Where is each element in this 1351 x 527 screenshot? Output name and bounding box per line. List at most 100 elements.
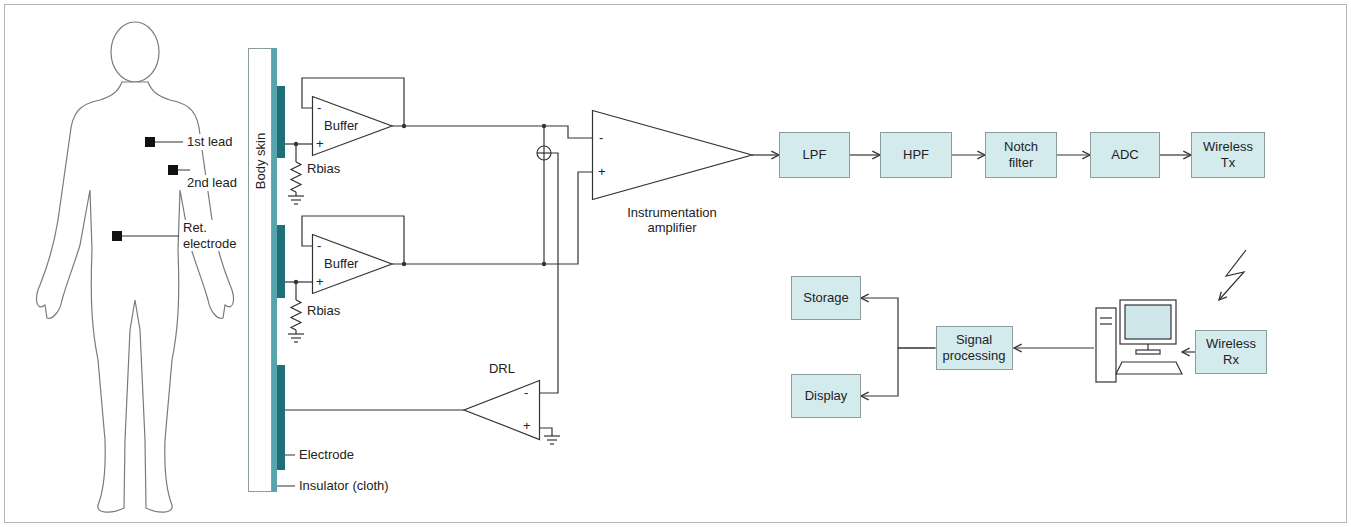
opamp-text: -	[317, 239, 321, 254]
opamp-triangle	[313, 235, 393, 294]
lead-label: 2nd lead	[186, 175, 238, 191]
flow-arrow	[752, 154, 779, 155]
skin-electrode	[277, 86, 285, 470]
resistor-label: Rbias	[306, 161, 341, 177]
process-box: Wireless Tx	[1191, 132, 1265, 178]
box-text: Storage	[798, 290, 854, 306]
human-silhouette	[111, 22, 159, 82]
process-box: Signal processing	[936, 326, 1013, 370]
computer-icon	[1147, 344, 1148, 350]
computer-icon	[1096, 308, 1116, 382]
opamp-text: DRL	[464, 362, 540, 377]
computer-icon	[1100, 317, 1112, 318]
electrode-marker	[145, 137, 155, 147]
circuit-wire	[285, 143, 312, 144]
circuit-wire	[285, 78, 560, 444]
opamp-triangle	[313, 97, 393, 156]
flow-arrow	[1014, 347, 1094, 348]
circuit-wire	[291, 199, 301, 200]
box-text: ADC	[1097, 147, 1153, 163]
computer-icon	[1120, 300, 1176, 344]
circuit-wire	[288, 333, 304, 334]
box-text: LPF	[786, 147, 843, 163]
leader-line	[277, 486, 295, 487]
process-box: LPF	[779, 132, 850, 178]
flow-arrow	[1057, 154, 1090, 155]
circuit-wire	[291, 162, 301, 192]
process-box: Storage	[791, 276, 861, 320]
computer-icon	[1125, 305, 1171, 339]
junction-dot	[294, 280, 298, 284]
resistor-label: Rbias	[306, 303, 341, 319]
opamp-text: +	[523, 419, 531, 434]
flow-arrow	[850, 154, 880, 155]
wireless-link-symbol	[1219, 250, 1246, 300]
circuit-wire	[543, 160, 544, 264]
box-text: Wireless Rx	[1202, 336, 1260, 367]
signal-wire	[392, 172, 592, 264]
instrumentation-amplifier: - + Instrumentation amplifier	[592, 110, 752, 242]
opamp-text: -	[317, 101, 321, 116]
lead-label: 1st lead	[186, 134, 234, 150]
electrode-marker	[112, 231, 122, 241]
electrode-marker	[168, 165, 178, 175]
circuit-wire	[294, 341, 298, 342]
circuit-wire	[547, 439, 557, 440]
process-box: ADC	[1090, 132, 1160, 178]
flow-arrow	[861, 298, 936, 348]
human-silhouette	[37, 82, 234, 512]
circuit-wire	[295, 282, 296, 300]
circuit-wire	[540, 153, 558, 393]
opamp-text: +	[316, 137, 324, 152]
circuit-wire	[288, 195, 304, 196]
circuit-wire	[543, 126, 544, 146]
electrode-marker	[112, 137, 178, 241]
computer-icon	[1100, 323, 1112, 324]
opamp-text: -	[599, 131, 603, 146]
part-label: Electrode	[298, 447, 355, 463]
circuit-wire	[285, 281, 312, 282]
circuit-wire	[544, 435, 560, 436]
process-box: HPF	[880, 132, 952, 178]
opamp-text: Instrumentation amplifier	[612, 206, 732, 236]
circuit-wire	[537, 146, 551, 160]
opamp-text: Buffer	[324, 119, 358, 134]
skin-electrode	[277, 365, 285, 470]
drl-amplifier: DRL - +	[464, 362, 540, 440]
process-box: Display	[791, 374, 861, 418]
opamp-text: +	[598, 165, 606, 180]
opamp-triangle	[464, 381, 540, 440]
signal-wire	[392, 126, 592, 138]
skin-electrode	[277, 86, 285, 158]
circuit-wire	[291, 337, 301, 338]
computer-icon	[1136, 350, 1160, 354]
box-text: Notch filter	[992, 139, 1050, 170]
circuit-wire	[285, 409, 464, 410]
leader-line	[155, 142, 183, 143]
opamp-text: +	[316, 275, 324, 290]
buffer-opamp: -Buffer+	[312, 234, 392, 294]
box-text: Wireless Tx	[1198, 139, 1258, 170]
process-box: Notch filter	[985, 132, 1057, 178]
flow-arrow	[952, 154, 985, 155]
junction-dot	[294, 142, 298, 146]
computer-icon	[1096, 300, 1182, 382]
figure-frame	[5, 5, 1347, 523]
opamp-text: -	[524, 386, 528, 401]
circuit-wire	[291, 300, 301, 330]
circuit-wire	[294, 203, 298, 204]
computer-icon	[1116, 362, 1182, 374]
opamp-text: Buffer	[324, 257, 358, 272]
leader-line	[178, 170, 190, 171]
box-text: Signal processing	[943, 332, 1006, 363]
skin-electrode	[277, 225, 285, 298]
leader-line	[285, 455, 295, 456]
circuit-wire	[540, 428, 552, 436]
leader-line	[122, 236, 179, 237]
box-text: Display	[798, 388, 854, 404]
buffer-opamp: -Buffer+	[312, 96, 392, 156]
flow-arrow	[861, 348, 936, 396]
